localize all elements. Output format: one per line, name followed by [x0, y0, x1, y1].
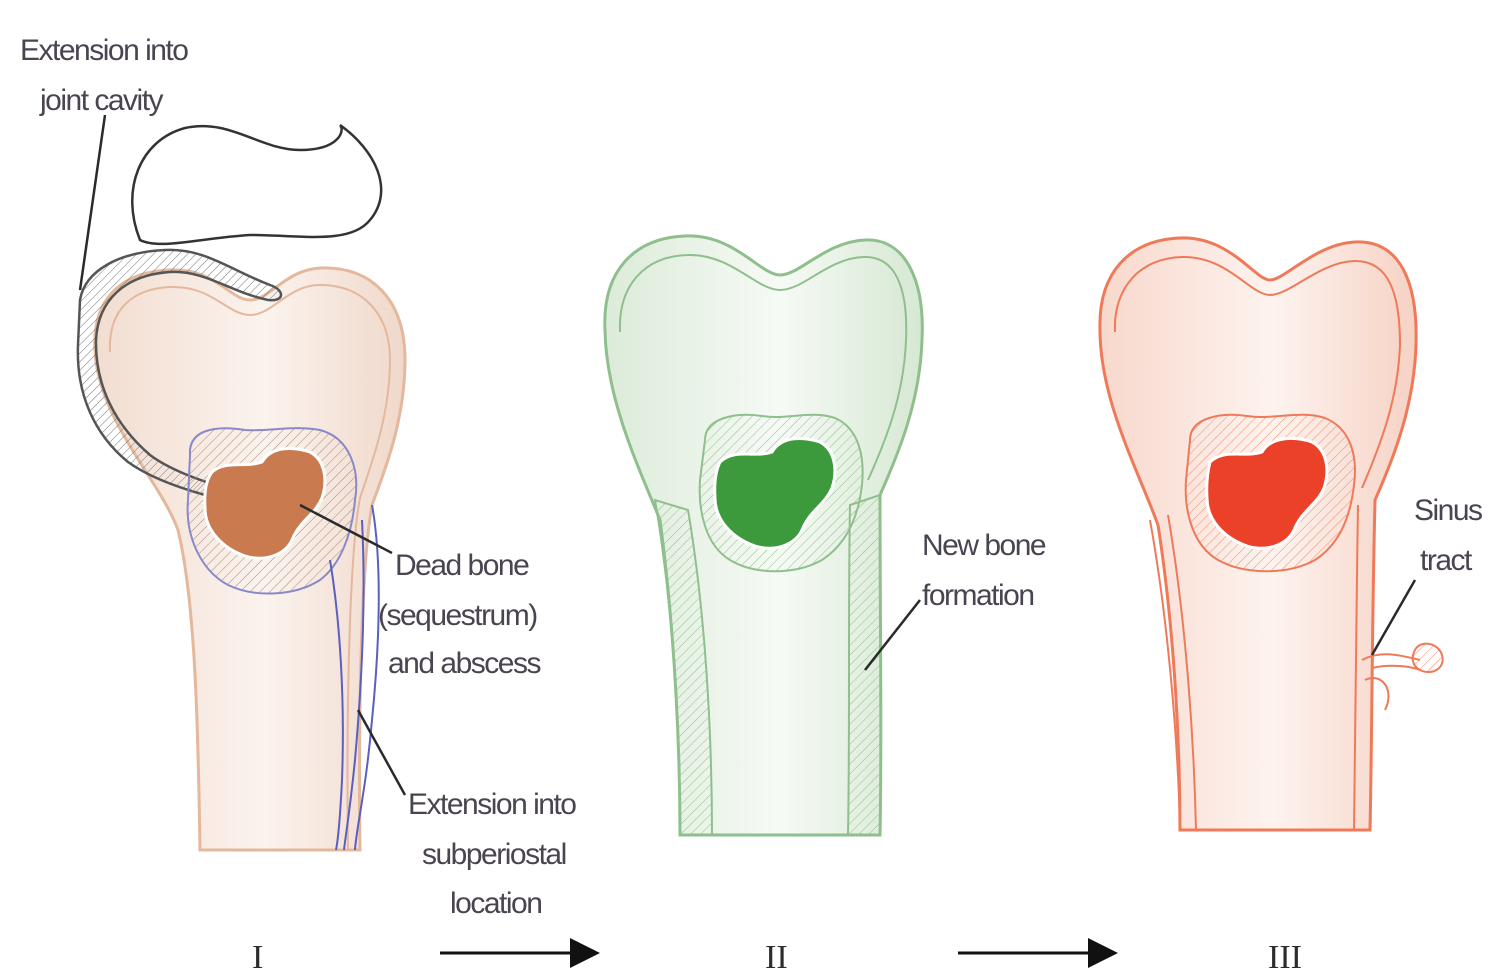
subperiosteal-label-line3: location [450, 887, 541, 920]
joint-cavity-label-line2: joint cavity [39, 84, 164, 117]
joint-cavity-leader [80, 115, 105, 290]
subperiosteal-label-line2: subperiostal [422, 838, 566, 871]
dead-bone-label-line3: and abscess [388, 647, 540, 680]
stage-two-involucrum-right [848, 495, 881, 835]
stage-two-bone [605, 236, 922, 835]
sinus-leader [1372, 580, 1415, 655]
stage-one-bone [78, 125, 405, 850]
new-bone-label-line1: New bone [922, 529, 1046, 562]
sinus-label-line1: Sinus [1414, 494, 1482, 527]
subperiosteal-label-line1: Extension into [408, 788, 576, 821]
sinus-opening [1413, 644, 1443, 672]
stage-one-numeral: I [252, 939, 263, 973]
stage-three-numeral: III [1268, 939, 1302, 973]
new-bone-label-line2: formation [922, 579, 1034, 612]
sinus-label-line2: tract [1420, 544, 1473, 577]
stage-three-bone [1100, 238, 1443, 830]
dead-bone-label-line1: Dead bone [395, 549, 529, 582]
stage-two-numeral: II [765, 939, 788, 973]
joint-cavity-label-line1: Extension into [20, 34, 188, 67]
dead-bone-label-line2: (sequestrum) [378, 599, 537, 632]
joint-capsule-outline [132, 125, 381, 244]
